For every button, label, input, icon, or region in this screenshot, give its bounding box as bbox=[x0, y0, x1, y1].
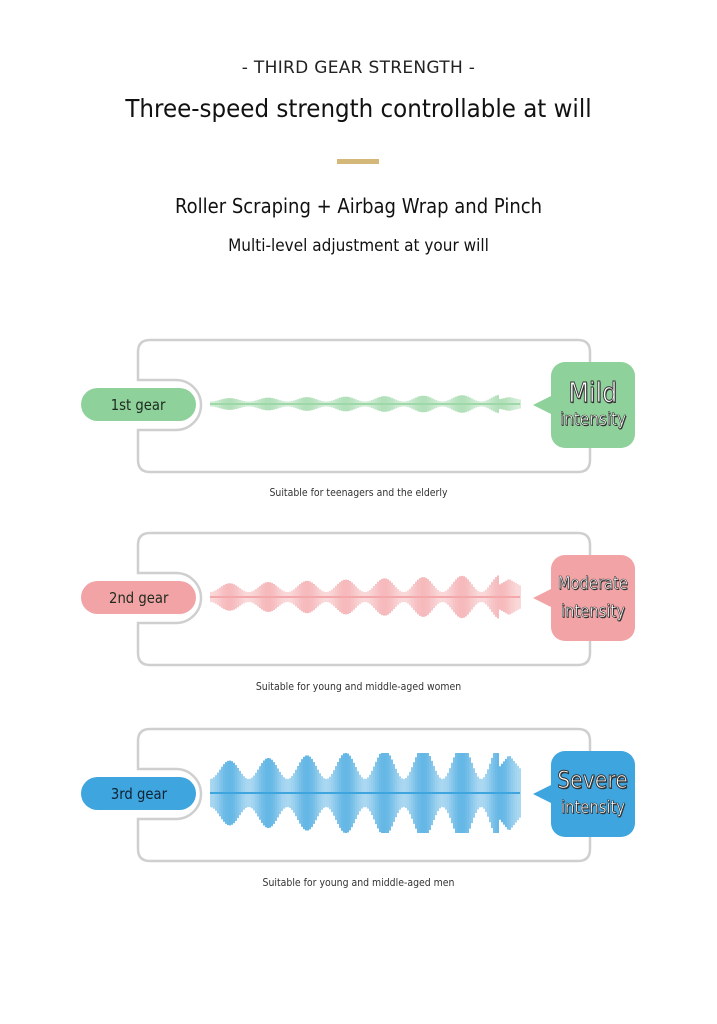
intensity-waveform bbox=[210, 753, 521, 833]
gear-label-pill: 2nd gear bbox=[81, 581, 196, 614]
intensity-badge: Mild intensity bbox=[551, 362, 635, 448]
intensity-badge: Severe intensity bbox=[551, 751, 635, 837]
badge-pointer bbox=[533, 589, 551, 607]
gear-row-1: 1st gear Mild intensity bbox=[0, 338, 717, 498]
gear-caption-2: Suitable for young and middle-aged women bbox=[255, 680, 462, 693]
gear-row-3: 3rd gear Severe intensity bbox=[0, 727, 717, 887]
section-eyebrow: - THIRD GEAR STRENGTH - bbox=[241, 58, 476, 78]
intensity-suffix: intensity bbox=[560, 797, 625, 819]
gear-label: 3rd gear bbox=[110, 784, 167, 803]
page-title: Three-speed strength controllable at wil… bbox=[125, 94, 592, 123]
intensity-badge: Moderate intensity bbox=[551, 555, 635, 641]
intensity-waveform bbox=[210, 575, 521, 619]
gear-caption-1: Suitable for teenagers and the elderly bbox=[269, 486, 448, 499]
badge-pointer bbox=[533, 396, 551, 414]
page-subtitle: Roller Scraping + Airbag Wrap and Pinch bbox=[174, 194, 543, 218]
gear-row-2: 2nd gear Moderate intensity bbox=[0, 531, 717, 691]
page-subtitle-secondary: Multi-level adjustment at your will bbox=[228, 236, 489, 256]
intensity-word: Moderate bbox=[557, 573, 629, 595]
gear-label: 1st gear bbox=[111, 395, 166, 414]
intensity-waveform bbox=[210, 395, 521, 413]
intensity-word: Severe bbox=[557, 766, 629, 795]
gear-label-pill: 3rd gear bbox=[81, 777, 196, 810]
badge-pointer bbox=[533, 785, 551, 803]
accent-divider bbox=[337, 159, 379, 164]
gear-label: 2nd gear bbox=[108, 588, 169, 607]
intensity-suffix: intensity bbox=[560, 601, 625, 623]
gear-caption-3: Suitable for young and middle-aged men bbox=[262, 876, 455, 889]
gear-label-pill: 1st gear bbox=[81, 388, 196, 421]
intensity-word: Mild bbox=[568, 376, 618, 409]
intensity-suffix: intensity bbox=[559, 409, 627, 431]
